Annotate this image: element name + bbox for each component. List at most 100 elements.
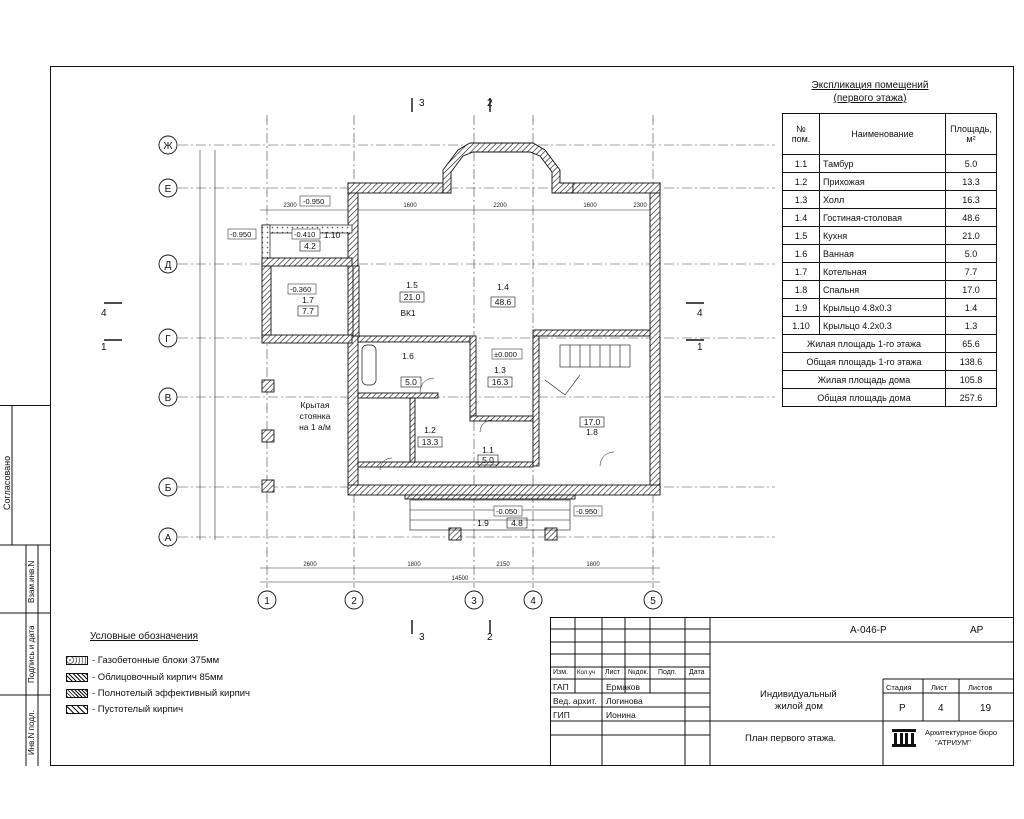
- dimension: 1600: [403, 203, 417, 209]
- sheet-title: План первого этажа.: [745, 733, 837, 744]
- dimension: 2300: [633, 203, 647, 209]
- legend-item: - Пустотелый кирпич: [66, 703, 183, 715]
- drawing-code: А-046-Р: [850, 625, 887, 636]
- dimension: 1800: [407, 562, 421, 568]
- axis-number: 3: [471, 596, 477, 607]
- room-num: 1.9: [782, 298, 820, 317]
- axis-number-markers: [257, 590, 663, 610]
- room-name: Ванная: [819, 244, 946, 263]
- section-mark: 2: [487, 98, 493, 109]
- col-ndok: №док.: [628, 669, 649, 676]
- room-num: 1.3: [782, 190, 820, 209]
- axis-number: 2: [351, 596, 357, 607]
- room-tag-num: 1.10: [324, 230, 341, 240]
- side-approval-strip: Согласовано Взам.инв.N Подпись и дата Ин…: [0, 405, 50, 766]
- col-podp: Подп.: [658, 669, 677, 676]
- atrium-logo-icon: [892, 729, 916, 747]
- dimension-total: 14500: [452, 576, 469, 582]
- summary-area: 138.6: [945, 352, 997, 371]
- section-mark: 2: [487, 632, 493, 643]
- room-tag-area: 4.2: [304, 241, 316, 251]
- level-mark: -0.950: [230, 230, 251, 239]
- room-area: 17.0: [945, 280, 997, 299]
- title-block: А-046-Р АР Изм. Кол.уч Лист №док. Подп. …: [550, 617, 1014, 766]
- room-num: 1.10: [782, 316, 820, 335]
- col-data: Дата: [689, 669, 705, 676]
- legend-item-label: - Полнотелый эффективный кирпич: [92, 687, 250, 699]
- room-name: Кухня: [819, 226, 946, 245]
- sheet-value: 4: [938, 703, 944, 714]
- explication-title-line1: Экспликация помещений: [811, 80, 929, 91]
- role-ved: Вед. архит.: [553, 696, 597, 706]
- room-area: 21.0: [945, 226, 997, 245]
- axis-number: 4: [530, 596, 536, 607]
- name-gap: Ермаков: [606, 682, 641, 692]
- role-gip: ГИП: [553, 710, 570, 720]
- axis-letter: Б: [165, 483, 172, 494]
- legend-item-label: - Газобетонные блоки 375мм: [92, 654, 220, 666]
- level-mark: -0.360: [290, 285, 311, 294]
- room-tag-num: 1.7: [302, 295, 314, 305]
- name-gip: Ионина: [606, 710, 636, 720]
- podp-label: Подпись и дата: [27, 625, 36, 683]
- room-tag-area: 5.0: [482, 455, 494, 465]
- lists-label: Листов: [968, 683, 993, 692]
- room-num: 1.2: [782, 172, 820, 191]
- legend-item: - Облицовочный кирпич 85мм: [66, 671, 223, 683]
- legend-title: Условные обозначения: [90, 631, 199, 642]
- bureau-line1: Архитектурное бюро: [925, 728, 998, 737]
- room-tag-num: 1.8: [586, 427, 598, 437]
- room-area: 1.4: [945, 298, 997, 317]
- section-mark: 3: [419, 632, 425, 643]
- title-block-grid: [550, 617, 1014, 766]
- room-num: 1.1: [782, 154, 820, 173]
- parking-label: стоянка: [300, 411, 331, 421]
- level-mark: -0.950: [576, 507, 597, 516]
- summary-area: 105.8: [945, 370, 997, 389]
- hollow-brick-swatch: [66, 704, 88, 714]
- room-tag-area: 17.0: [584, 417, 601, 427]
- axis-letter: Д: [165, 260, 172, 271]
- bureau-line2: "АТРИУМ": [935, 738, 971, 747]
- header-area: Площадь, м²: [945, 113, 997, 155]
- room-tag-num: 1.3: [494, 365, 506, 375]
- summary-label: Общая площадь 1-го этажа: [782, 352, 946, 371]
- room-name: Крыльцо 4.2х0.3: [819, 316, 946, 335]
- axis-letter: Е: [165, 184, 172, 195]
- room-area: 1.3: [945, 316, 997, 335]
- explication-title-line2: (первого этажа): [833, 93, 907, 104]
- summary-label: Жилая площадь дома: [782, 370, 946, 389]
- room-tag-num: 1.4: [497, 282, 509, 292]
- summary-area: 257.6: [945, 388, 997, 407]
- level-mark: -0.950: [303, 197, 324, 206]
- axis-number: 1: [264, 596, 270, 607]
- room-tag-area: 21.0: [404, 292, 421, 302]
- room-area: 5.0: [945, 244, 997, 263]
- name-ved: Логинова: [606, 696, 643, 706]
- stage-value: Р: [899, 703, 906, 714]
- col-list: Лист: [605, 669, 621, 676]
- axis-letter-markers: [158, 135, 178, 547]
- axis-letter: Г: [165, 334, 171, 345]
- room-tag-num: 1.2: [424, 425, 436, 435]
- room-area: 16.3: [945, 190, 997, 209]
- dimension: 1800: [586, 562, 600, 568]
- room-num: 1.6: [782, 244, 820, 263]
- room-area: 5.0: [945, 154, 997, 173]
- room-tag-area: 7.7: [302, 306, 314, 316]
- col-kol: Кол.уч: [577, 670, 595, 676]
- room-area: 48.6: [945, 208, 997, 227]
- room-tag-num: 1.9: [477, 518, 489, 528]
- room-tag-area: 13.3: [422, 437, 439, 447]
- room-name: Котельная: [819, 262, 946, 281]
- inv-label: Инв.N подл.: [27, 710, 36, 755]
